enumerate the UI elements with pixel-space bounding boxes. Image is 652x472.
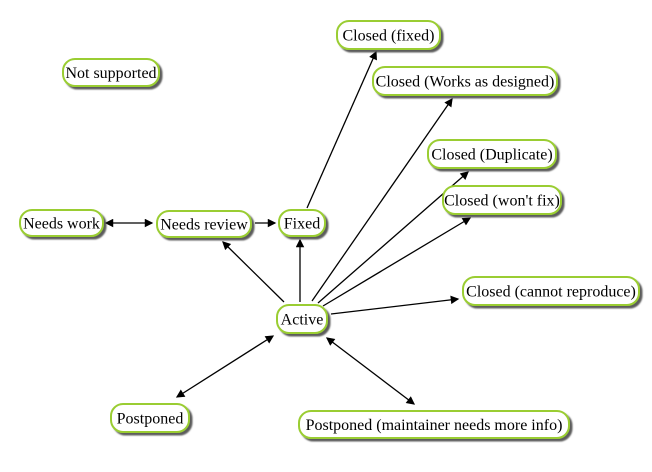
node-label-postponed: Postponed [117, 411, 184, 428]
node-label-not-supported: Not supported [65, 65, 156, 82]
node-shape-closed-works-as-designed [372, 66, 558, 96]
node-closed-duplicate: Closed (Duplicate) [427, 139, 557, 169]
node-closed-cannot-reproduce: Closed (cannot reproduce) [462, 276, 640, 306]
node-postponed-maintainer: Postponed (maintainer needs more info) [298, 410, 570, 439]
node-label-active: Active [281, 312, 324, 329]
edge-active-to-closed-cannot-reproduce [330, 295, 460, 315]
node-needs-review: Needs review [156, 210, 252, 238]
node-closed-fixed: Closed (fixed) [336, 20, 441, 50]
node-label-closed-cannot-reproduce: Closed (cannot reproduce) [466, 284, 636, 301]
edge-active-to-postponed-maintainer [325, 337, 416, 405]
node-shape-closed-cannot-reproduce [462, 276, 640, 306]
node-label-closed-works-as-designed: Closed (Works as designed) [376, 74, 555, 91]
nodes-layer: Not supported Closed (fixed) Closed (Works… [19, 20, 640, 439]
node-label-closed-duplicate: Closed (Duplicate) [431, 147, 552, 164]
node-needs-work: Needs work [19, 209, 104, 237]
node-fixed: Fixed [278, 209, 326, 237]
node-shape-needs-review [156, 210, 252, 238]
node-active: Active [276, 304, 328, 334]
node-not-supported: Not supported [62, 58, 160, 87]
node-closed-works-as-designed: Closed (Works as designed) [372, 66, 558, 96]
edge-active-to-closed-wont-fix [322, 217, 472, 307]
node-label-closed-fixed: Closed (fixed) [343, 28, 435, 45]
node-shape-needs-work [19, 209, 104, 237]
edge-active-to-postponed [175, 335, 275, 398]
node-shape-closed-wont-fix [442, 185, 562, 215]
node-label-closed-wont-fix: Closed (won't fix) [444, 193, 560, 210]
node-postponed: Postponed [110, 403, 190, 433]
node-shape-postponed-maintainer [298, 410, 570, 439]
node-shape-closed-duplicate [427, 139, 557, 169]
node-label-postponed-maintainer: Postponed (maintainer needs more info) [306, 417, 563, 434]
node-shape-not-supported [62, 58, 160, 87]
node-shape-postponed [110, 403, 190, 433]
edge-active-to-closed-works-as-designed [311, 97, 453, 302]
edges-layer [104, 50, 472, 405]
edge-fixed-to-closed-fixed [306, 50, 377, 209]
node-label-needs-work: Needs work [23, 216, 100, 233]
node-shape-closed-fixed [336, 20, 441, 50]
node-closed-wont-fix: Closed (won't fix) [442, 185, 562, 215]
node-label-fixed: Fixed [284, 216, 320, 233]
node-shape-fixed [278, 209, 326, 237]
node-label-needs-review: Needs review [160, 217, 248, 234]
node-shape-active [276, 304, 328, 334]
edge-active-to-needs-review [222, 241, 285, 303]
